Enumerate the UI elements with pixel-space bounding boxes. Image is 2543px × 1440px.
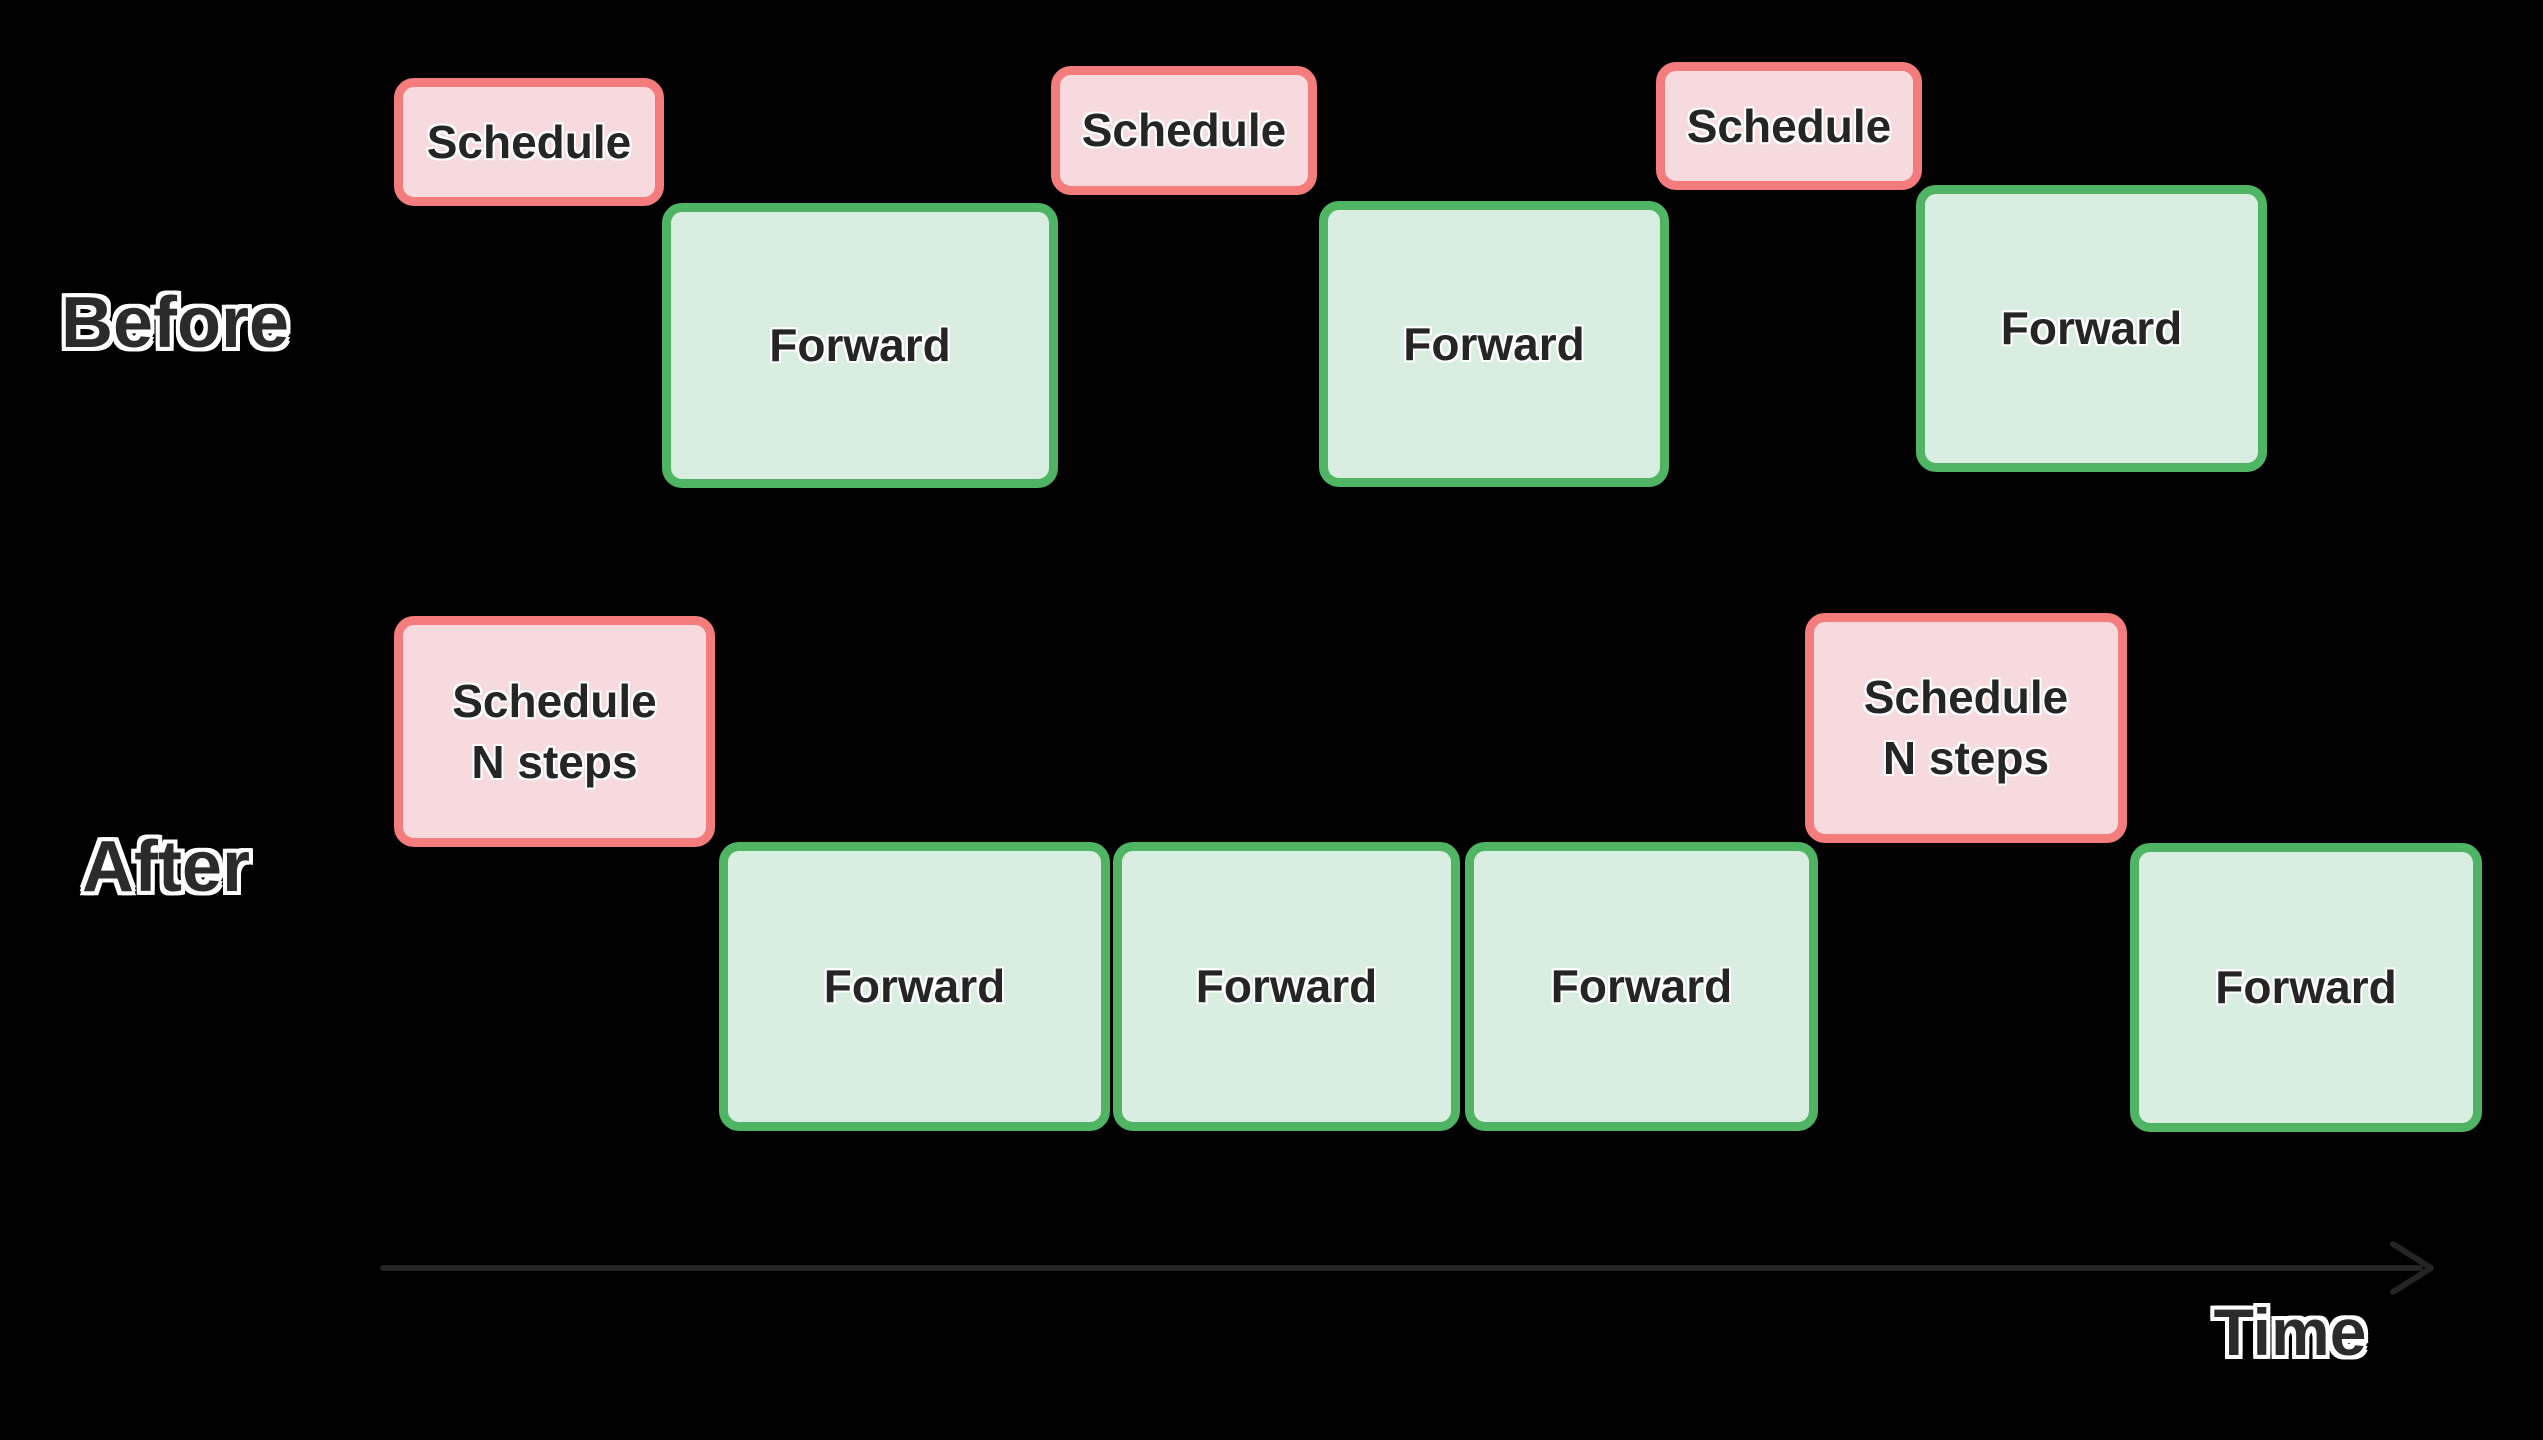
after-forward-box-2: Forward [1113, 842, 1460, 1131]
before-forward-box-3-label: Forward [2000, 302, 2183, 355]
before-schedule-box-3-label: Schedule [1686, 99, 1892, 152]
before-schedule-box-1: Schedule [394, 78, 664, 206]
before-forward-box-1-label: Forward [769, 319, 951, 372]
before-schedule-box-1-label: Schedule [426, 115, 632, 168]
after-schedule-n-steps-box-1: Schedule N steps [394, 616, 715, 847]
after-forward-box-3-label: Forward [1550, 960, 1733, 1013]
before-schedule-box-2: Schedule [1051, 66, 1317, 195]
after-forward-box-1: Forward [719, 842, 1110, 1131]
after-schedule-n-steps-box-2-label: Schedule N steps [1863, 671, 2069, 784]
after-row-label: After [81, 827, 250, 907]
before-forward-box-2: Forward [1319, 201, 1669, 487]
after-schedule-n-steps-box-2: Schedule N steps [1805, 613, 2127, 843]
before-schedule-box-2-label: Schedule [1081, 104, 1287, 157]
before-schedule-box-3: Schedule [1656, 62, 1922, 190]
time-axis-arrowhead-icon [2390, 1241, 2434, 1295]
before-forward-box-1: Forward [662, 203, 1058, 488]
after-forward-box-3: Forward [1465, 842, 1818, 1131]
time-axis-arrow [380, 1241, 2434, 1295]
after-forward-box-4: Forward [2130, 843, 2482, 1132]
before-forward-box-3: Forward [1916, 185, 2267, 472]
after-forward-box-1-label: Forward [823, 960, 1006, 1013]
after-forward-box-4-label: Forward [2215, 961, 2397, 1014]
after-forward-box-2-label: Forward [1195, 960, 1378, 1013]
before-forward-box-2-label: Forward [1403, 317, 1585, 370]
before-row-label: Before [60, 283, 290, 363]
time-axis-label: Time [2213, 1295, 2367, 1369]
after-schedule-n-steps-box-1-label: Schedule N steps [452, 674, 657, 788]
